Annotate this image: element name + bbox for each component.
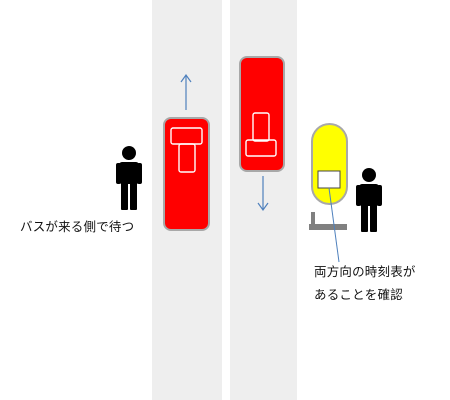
person-icon bbox=[116, 146, 142, 210]
check-timetable-label-line1: 両方向の時刻表が bbox=[314, 264, 416, 279]
bus-stop-sign-icon bbox=[309, 123, 348, 230]
down-arrow-icon bbox=[257, 176, 269, 212]
callout-line bbox=[328, 187, 340, 263]
bus-up-icon bbox=[163, 117, 210, 231]
wait-side-label: バスが来る側で待つ bbox=[20, 219, 135, 234]
bus-down-icon bbox=[239, 56, 285, 172]
check-timetable-label-line2: あることを確認 bbox=[314, 287, 403, 302]
person-icon bbox=[356, 168, 382, 232]
up-arrow-icon bbox=[180, 73, 192, 110]
